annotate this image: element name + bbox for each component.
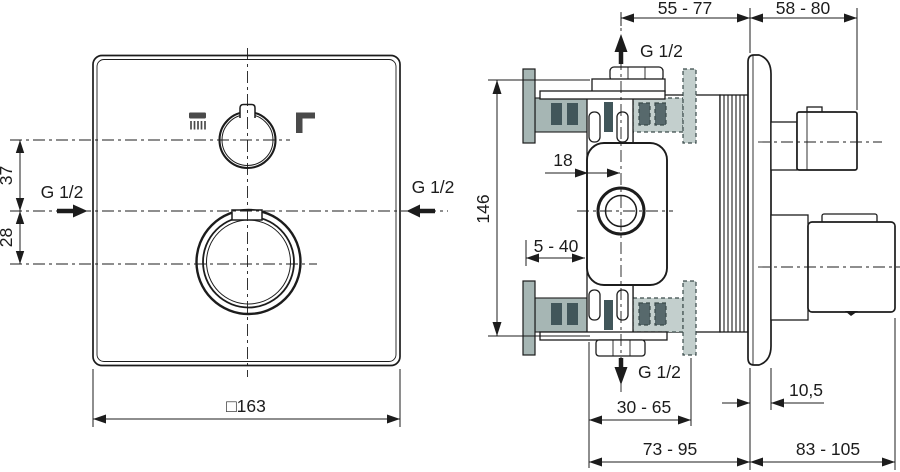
outlet-top-label: G 1/2 bbox=[640, 41, 683, 61]
dim-wall-range-5-40: 5 - 40 bbox=[525, 236, 585, 266]
dim-label-146: 146 bbox=[473, 194, 493, 223]
inlet-left: G 1/2 bbox=[41, 182, 88, 218]
dim-label-73-95: 73 - 95 bbox=[643, 439, 697, 459]
dim-offset-18: 18 bbox=[545, 150, 620, 178]
dim-cover-plate-10-5: 10,5 bbox=[722, 368, 824, 470]
wall-anchor-slot bbox=[567, 103, 578, 125]
wall-surface-bar-min bbox=[522, 68, 536, 144]
escutcheon-plate bbox=[747, 54, 772, 366]
wall-anchor-slot bbox=[551, 303, 562, 325]
dim-width-163: □163 bbox=[92, 369, 401, 427]
shower-spray-lines bbox=[190, 121, 206, 130]
outlet-bottom-union-nut bbox=[595, 339, 646, 357]
wall-anchor-slot bbox=[567, 303, 578, 325]
wall-surface-bar-min bbox=[522, 280, 536, 356]
dim-rough-in-55-77: 55 - 77 bbox=[620, 0, 858, 110]
wall-anchor-slot-hidden bbox=[654, 302, 667, 326]
front-view: 37 28 G 1/2 G 1/2 □163 bbox=[0, 48, 454, 427]
handle-bottom-hub bbox=[770, 214, 809, 321]
mounting-plate-top bbox=[539, 90, 666, 100]
ribbed-extension bbox=[719, 94, 749, 333]
outlet-bottom-flow: G 1/2 bbox=[614, 358, 681, 385]
dim-label-37: 37 bbox=[0, 166, 16, 185]
dim-label-163: □163 bbox=[226, 396, 266, 416]
dim-label-83-105: 83 - 105 bbox=[796, 439, 860, 459]
wall-surface-bar-max bbox=[682, 68, 697, 144]
inlet-right: G 1/2 bbox=[406, 177, 455, 218]
wall-anchor-slot-hidden bbox=[638, 302, 651, 326]
volume-handle-ring bbox=[195, 208, 302, 316]
dim-depth-total-83-105: 83 - 105 bbox=[750, 318, 896, 470]
dim-label-10-5: 10,5 bbox=[789, 380, 823, 400]
faceplate-inner-outline bbox=[96, 59, 397, 362]
wall-surface-bar-max bbox=[682, 280, 697, 356]
dim-label-30-65: 30 - 65 bbox=[617, 397, 671, 417]
wall-anchor-slot-hidden bbox=[638, 102, 651, 126]
inlet-left-arrow-head bbox=[73, 204, 88, 218]
inlet-right-label: G 1/2 bbox=[412, 177, 455, 197]
bath-spout-icon bbox=[296, 112, 315, 133]
inlet-right-arrow-head bbox=[406, 204, 420, 218]
ring-index-tab bbox=[231, 209, 263, 221]
dim-label-58-80: 58 - 80 bbox=[776, 0, 831, 18]
shower-head-bar bbox=[189, 112, 206, 119]
outlet-top bbox=[539, 66, 666, 100]
wall-anchor-slot bbox=[551, 103, 562, 125]
dim-label-18: 18 bbox=[553, 150, 572, 170]
outlet-bottom-label: G 1/2 bbox=[638, 362, 681, 382]
dim-label-55-77: 55 - 77 bbox=[658, 0, 712, 18]
valve-column-slots-bottom bbox=[588, 289, 629, 330]
dim-label-5-40: 5 - 40 bbox=[534, 236, 579, 256]
dim-rough-total-30-65: 30 - 65 bbox=[588, 342, 692, 468]
wall-anchor-slot-hidden bbox=[654, 102, 667, 126]
inlet-left-label: G 1/2 bbox=[41, 182, 84, 202]
dim-label-28: 28 bbox=[0, 228, 16, 247]
outlet-top-step bbox=[591, 78, 666, 93]
dim-vertical-37-28: 37 28 bbox=[0, 140, 25, 264]
hand-shower-icon bbox=[189, 112, 206, 130]
outlet-top-flow: G 1/2 bbox=[614, 34, 683, 64]
dim-depth-total-73-95: 73 - 95 bbox=[589, 439, 750, 467]
side-view: 55 - 77 58 - 80 G 1/2 146 1 bbox=[473, 0, 900, 470]
handle-bottom-notch bbox=[845, 311, 858, 316]
handle-top bbox=[770, 106, 858, 171]
ring-outer bbox=[195, 208, 302, 316]
dim-height-146: 146 bbox=[473, 79, 590, 337]
dim-trim-depth-58-80: 58 - 80 bbox=[750, 0, 857, 23]
valve-column-slots-top bbox=[588, 102, 629, 143]
handle-top-hub bbox=[770, 121, 798, 171]
handle-top-body bbox=[796, 111, 858, 171]
